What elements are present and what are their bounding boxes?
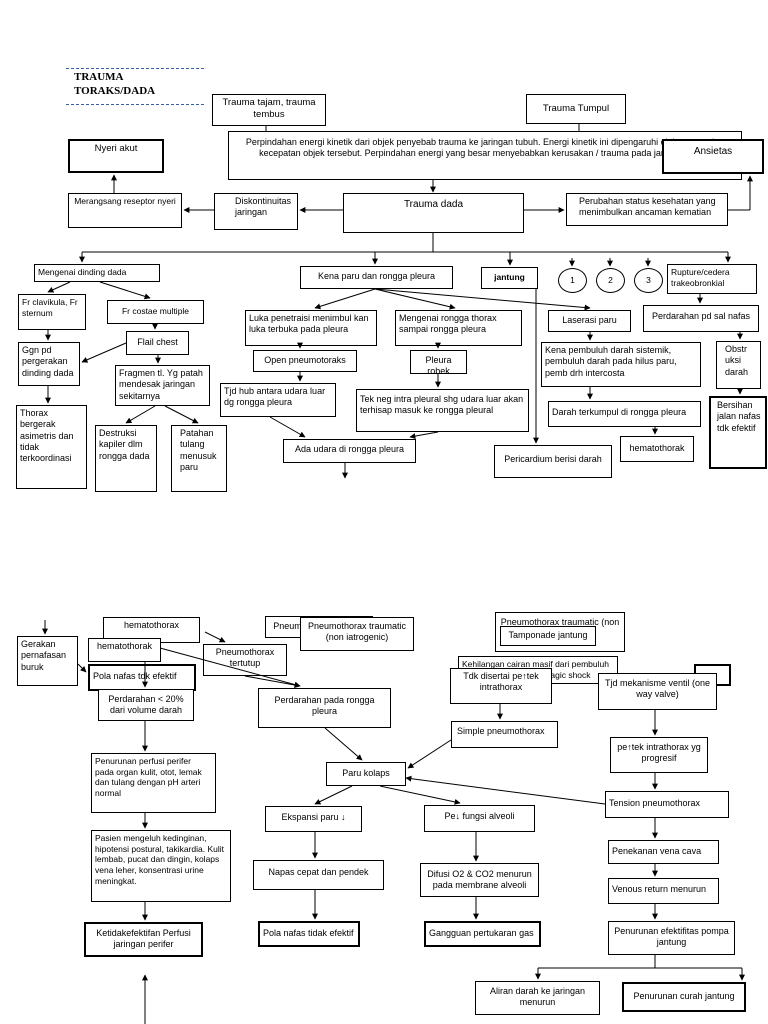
node-thorax-bergerak: Thorax bergerak asimetris dan tidak terk… — [16, 405, 87, 489]
node-perdarahan-pleura: Perdarahan pada rongga pleura — [258, 688, 391, 728]
node-patahan: Patahan tulang menusuk paru — [171, 425, 227, 492]
node-tjd-mekanisme: Tjd mekanisme ventil (one way valve) — [598, 673, 717, 710]
node-hematothorak-b: hematothorak — [88, 638, 161, 662]
node-trauma-tajam: Trauma tajam, trauma tembus — [212, 94, 326, 126]
diagram-title: TRAUMA TORAKS/DADA — [74, 70, 155, 99]
node-kena-pembuluh: Kena pembuluh darah sistemik, pembuluh d… — [541, 342, 701, 387]
node-tek-neg: Tek neg intra pleural shg udara luar aka… — [356, 389, 529, 432]
node-obstruksi: Obstr uksi darah — [716, 341, 761, 389]
node-penurunan-pompa: Penurunan efektifitas pompa jantung — [608, 921, 735, 955]
node-perdarahan-sal: Perdarahan pd sal nafas — [643, 305, 759, 332]
node-rupture: Rupture/cedera trakeobronkial — [667, 264, 757, 294]
node-pe-tek-progresif: pe↑tek intrathorax yg progresif — [610, 737, 708, 773]
node-circle-3: 3 — [634, 268, 663, 293]
node-perpindahan-energi: Perpindahan energi kinetik dari objek pe… — [228, 131, 742, 180]
node-tdk-disertai: Tdk disertai pe↑tek intrathorax — [450, 668, 552, 704]
node-bersihan: Bersihan jalan nafas tdk efektif — [709, 396, 767, 469]
node-venous-return: Venous return menurun — [608, 878, 719, 904]
node-pericardium: Pericardium berisi darah — [494, 445, 612, 478]
node-tamponade: Tamponade jantung — [500, 626, 596, 646]
node-perdarahan-20: Perdarahan < 20% dari volume darah — [98, 689, 194, 721]
node-fragmen: Fragmen tl. Yg patah mendesak jaringan s… — [115, 365, 210, 406]
node-hematothorak-top: hematothorak — [620, 436, 694, 462]
node-open-pneumotoraks: Open pneumotoraks — [253, 350, 357, 372]
node-penurunan-curah: Penurunan curah jantung — [622, 982, 746, 1012]
node-fr-clavikula: Fr clavikula, Fr sternum — [18, 294, 86, 330]
node-aliran-darah: Aliran darah ke jaringan menurun — [475, 981, 600, 1015]
node-destruksi: Destruksi kapiler dlm rongga dada — [95, 425, 157, 492]
node-pola-nafas-bottom: Pola nafas tidak efektif — [258, 921, 360, 947]
node-kena-paru: Kena paru dan rongga pleura — [300, 266, 453, 289]
node-ggn-pergerakan: Ggn pd pergerakan dinding dada — [18, 342, 80, 386]
node-napas-cepat: Napas cepat dan pendek — [253, 860, 384, 890]
node-tension-pneumothorax: Tension pneumothorax — [605, 791, 729, 818]
node-circle-2: 2 — [596, 268, 625, 293]
title-dash-top — [66, 68, 204, 69]
node-gerakan-pernafasan: Gerakan pernafasan buruk — [17, 636, 78, 686]
node-penurunan-perfusi: Penurunan perfusi perifer pada organ kul… — [91, 753, 216, 813]
node-penekanan-vena: Penekanan vena cava — [608, 840, 719, 864]
node-trauma-dada: Trauma dada — [343, 193, 524, 233]
node-pneumo-traumatic-mid: Pneumothorax traumatic (non iatrogenic) — [300, 617, 414, 651]
node-nyeri-akut: Nyeri akut — [68, 139, 164, 173]
node-gangguan-pertukaran: Gangguan pertukaran gas — [424, 921, 541, 947]
node-jantung: jantung — [481, 267, 538, 289]
node-simple-pneumothorax: Simple pneumothorax — [451, 721, 558, 748]
node-fr-costae: Fr costae multiple — [107, 300, 204, 324]
title-dash-bottom — [66, 104, 204, 105]
node-ada-udara: Ada udara di rongga pleura — [283, 439, 416, 463]
node-tjd-hub: Tjd hub antara udara luar dg rongga pleu… — [220, 383, 336, 417]
node-diskontinuitas: Diskontinuitas jaringan — [214, 193, 298, 230]
title-line-2: TORAKS/DADA — [74, 85, 156, 98]
node-trauma-tumpul: Trauma Tumpul — [526, 94, 626, 124]
node-ansietas: Ansietas — [662, 139, 764, 174]
node-circle-1: 1 — [558, 268, 587, 293]
node-pasien-mengeluh: Pasien mengeluh kedinginan, hipotensi po… — [91, 830, 231, 902]
node-pe-fungsi-alveoli: Pe↓ fungsi alveoli — [424, 805, 535, 832]
node-merangsang: Merangsang reseptor nyeri — [68, 193, 182, 228]
title-line-1: TRAUMA — [74, 71, 124, 83]
node-pleura-robek: Pleura robek — [410, 350, 467, 374]
node-dinding-dada: Mengenai dinding dada — [34, 264, 160, 282]
node-flail-chest: Flail chest — [126, 331, 189, 355]
node-ketidakefektifan-perfusi: Ketidakefektifan Perfusi jaringan perife… — [84, 922, 203, 957]
node-mengenai-rongga: Mengenai rongga thorax sampai rongga ple… — [395, 310, 522, 346]
node-paru-kolaps: Paru kolaps — [326, 762, 406, 786]
node-luka-penetrasi: Luka penetraisi menimbul kan luka terbuk… — [245, 310, 377, 346]
node-ekspansi-paru: Ekspansi paru ↓ — [265, 806, 362, 832]
node-difusi: Difusi O2 & CO2 menurun pada membrane al… — [420, 863, 539, 897]
node-darah-terkumpul: Darah terkumpul di rongga pleura — [548, 401, 701, 427]
node-perubahan-status: Perubahan status kesehatan yang menimbul… — [566, 193, 728, 226]
